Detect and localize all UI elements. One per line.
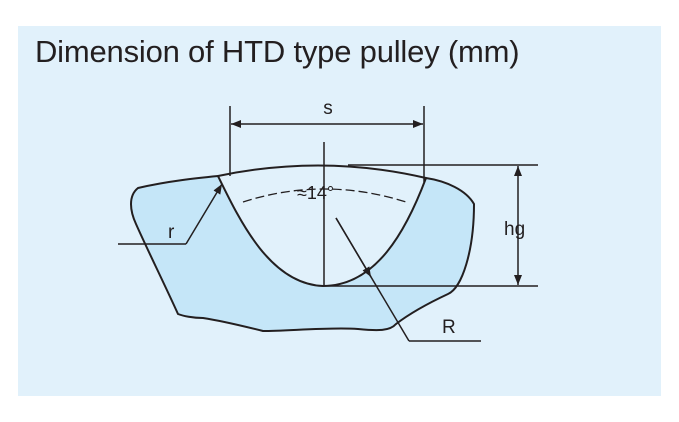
diagram-title: Dimension of HTD type pulley (mm) (35, 34, 520, 69)
angle-label: ≈14° (297, 183, 334, 203)
r-leader-arrow (185, 183, 223, 245)
pulley-groove-diagram: s hg ≈14° r R (118, 98, 538, 342)
R-label: R (442, 317, 456, 338)
pulley-body (130, 175, 475, 332)
s-label: s (323, 98, 333, 119)
hg-label: hg (504, 219, 525, 240)
diagram-panel: Dimension of HTD type pulley (mm) s hg ≈… (18, 26, 661, 396)
R-leader-arrowhead (335, 217, 372, 278)
groove-top-line (217, 164, 427, 179)
r-label: r (168, 222, 175, 243)
